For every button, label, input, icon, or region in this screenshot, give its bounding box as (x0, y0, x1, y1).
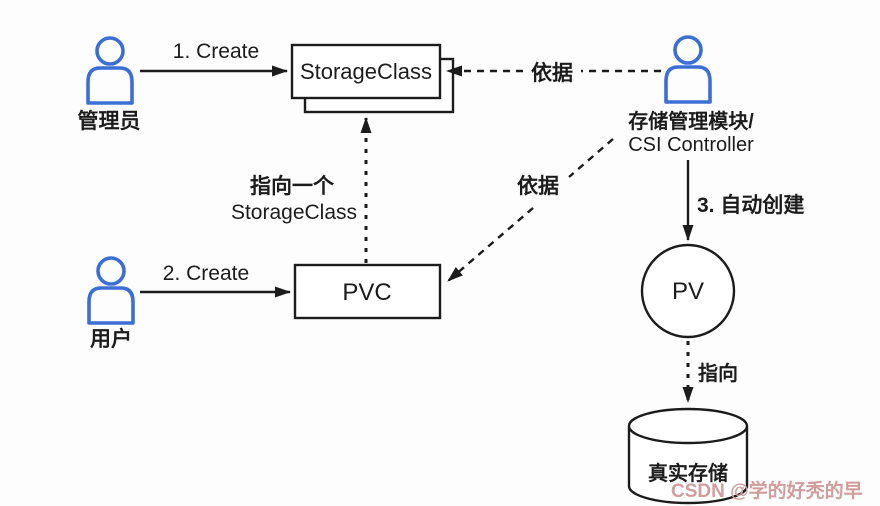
edge-csi-auto-create-pv-label: 3. 自动创建 (697, 193, 804, 217)
pvc-label: PVC (342, 279, 391, 306)
csi-label-line1: 存储管理模块/ (628, 109, 754, 133)
real-storage-node: 真实存储 (627, 407, 749, 505)
edge-pv-points-storage: 指向 (682, 341, 738, 403)
edge-pvc-points-sc: 指向一个 StorageClass (231, 117, 372, 263)
edge-pvc-points-sc-label-line2: StorageClass (231, 201, 357, 224)
real-storage-label: 真实存储 (648, 461, 728, 485)
user-actor: 用户 (87, 256, 135, 351)
edge-csi-depends-pvc-label: 依据 (517, 174, 559, 198)
storage-class-node: StorageClass (290, 43, 455, 114)
admin-label: 管理员 (78, 109, 141, 133)
edge-csi-depends-pvc-line-b (447, 207, 534, 282)
edge-pv-points-storage-label: 指向 (698, 361, 738, 385)
pvc-box (293, 263, 442, 320)
edge-csi-depends-sc: 依据 (446, 61, 661, 85)
user-person-icon (87, 256, 135, 325)
edge-admin-create-sc: 1. Create (140, 40, 288, 77)
csi-label-line2: CSI Controller (628, 134, 754, 156)
admin-actor: 管理员 (78, 36, 141, 133)
csi-person-icon (664, 35, 712, 104)
storage-class-label: StorageClass (300, 59, 432, 84)
pv-circle (640, 243, 736, 339)
pvc-node: PVC (293, 263, 442, 320)
edge-csi-depends-pvc: 依据 (447, 138, 614, 282)
storage-class-box (290, 43, 442, 100)
watermark: CSDN @学的好秃的早 (671, 479, 863, 502)
admin-person-icon (86, 36, 134, 105)
edge-csi-auto-create-pv: 3. 自动创建 (682, 160, 804, 241)
cylinder-body (627, 426, 749, 505)
edge-user-create-pvc: 2. Create (140, 262, 291, 298)
cylinder-top (627, 407, 749, 445)
pv-label: PV (672, 278, 704, 305)
edge-csi-depends-pvc-line-a (568, 138, 614, 178)
edge-csi-depends-sc-label: 依据 (531, 61, 573, 85)
pv-node: PV (640, 243, 736, 339)
csi-controller-actor: 存储管理模块/ CSI Controller (628, 35, 754, 156)
user-label: 用户 (90, 327, 132, 351)
edge-user-create-pvc-label: 2. Create (163, 262, 249, 285)
edge-admin-create-sc-label: 1. Create (173, 40, 259, 63)
edge-pvc-points-sc-label-line1: 指向一个 (250, 174, 335, 198)
